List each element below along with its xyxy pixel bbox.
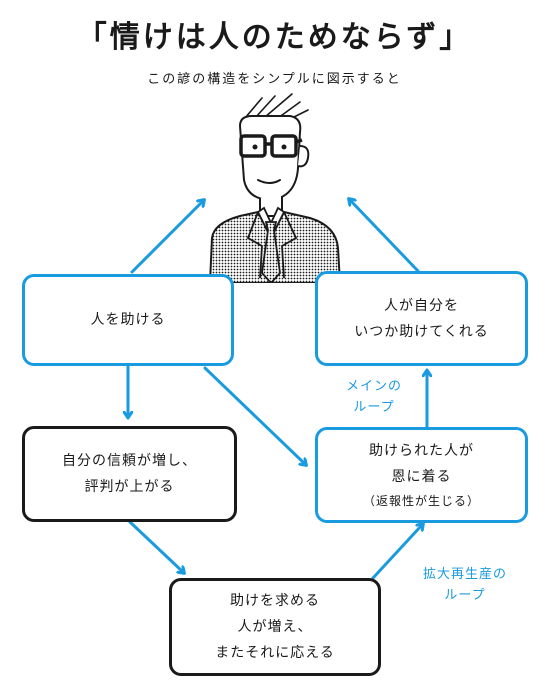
node-requests-increase-line3: またそれに応える xyxy=(215,645,335,661)
node-help-people-text: 人を助ける xyxy=(90,312,166,328)
node-trust-increases-line1: 自分の信頼が増し、 xyxy=(62,453,197,469)
node-requests-increase-line2: 人が増え、 xyxy=(237,619,313,635)
main-loop-label-line2: ループ xyxy=(353,400,395,415)
arrow-help-to-helped xyxy=(203,366,305,464)
arrow-requests-to-helped xyxy=(371,525,422,580)
node-requests-increase: 助けを求める 人が増え、 またそれに応える xyxy=(169,578,381,676)
main-loop-label-line1: メインの xyxy=(345,379,402,394)
node-someone-helps-back-line2: いつか助けてくれる xyxy=(354,323,489,340)
head xyxy=(238,115,302,202)
main-loop-label: メインの ループ xyxy=(334,376,414,418)
page-subtitle: この諺の構造をシンプルに図示すると xyxy=(147,72,402,87)
page-title: 「情けは人のためならず」 xyxy=(76,20,473,55)
node-trust-increases: 自分の信頼が増し、 評判が上がる xyxy=(22,426,237,522)
tie xyxy=(261,221,281,283)
node-someone-helps-back: 人が自分を いつか助けてくれる xyxy=(315,271,528,366)
expanded-loop-label: 拡大再生産の ループ xyxy=(405,564,525,606)
node-helped-person-note: （返報性が生じる） xyxy=(362,494,480,508)
expanded-loop-label-line1: 拡大再生産の xyxy=(422,567,507,582)
node-trust-increases-line2: 評判が上がる xyxy=(84,479,175,495)
glasses xyxy=(239,134,303,158)
arrow-help-to-person xyxy=(130,201,203,274)
arrow-trust-to-requests xyxy=(128,520,183,572)
node-someone-helps-back-line1: 人が自分を xyxy=(384,297,459,314)
businessman-illustration xyxy=(208,93,342,283)
node-help-people: 人を助ける xyxy=(22,274,234,366)
arrow-returned-to-person xyxy=(350,200,420,273)
node-requests-increase-line1: 助けを求める xyxy=(230,593,320,609)
node-helped-person: 助けられた人が 恩に着る （返報性が生じる） xyxy=(315,427,528,523)
expanded-loop-label-line2: ループ xyxy=(444,588,486,603)
node-helped-person-line1: 助けられた人が xyxy=(369,443,474,459)
node-helped-person-line2: 恩に着る xyxy=(391,469,452,485)
